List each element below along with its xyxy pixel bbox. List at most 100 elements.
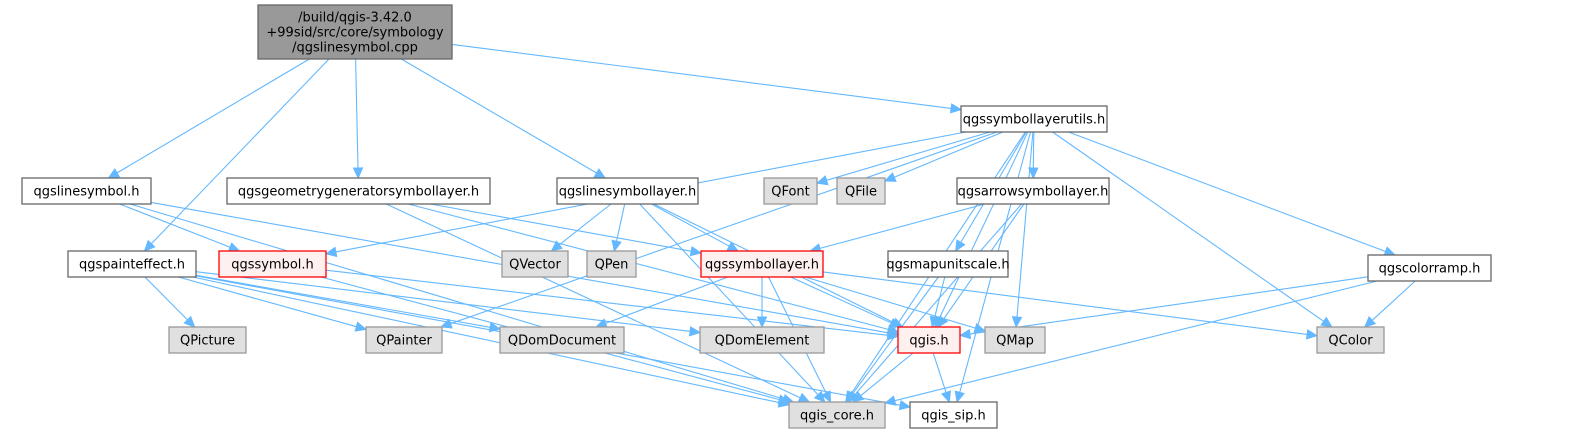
node-qgis-sip-h[interactable]: qgis_sip.h: [909, 401, 998, 429]
edge-qgssymbollayerutils_h-to-QColor: [1052, 131, 1333, 328]
node-root[interactable]: /build/qgis-3.42.0+99sid/src/core/symbol…: [257, 4, 453, 60]
node-box[interactable]: [984, 326, 1046, 354]
node-label[interactable]: QDomElement: [715, 334, 810, 349]
node-label[interactable]: QMap: [996, 334, 1034, 349]
node-qgssymbol-h[interactable]: qgssymbol.h: [218, 250, 327, 278]
node-label[interactable]: qgssymbol.h: [231, 258, 314, 273]
arrowhead-icon: [227, 242, 241, 253]
node-label[interactable]: /qgslinesymbol.cpp: [292, 41, 418, 56]
node-label[interactable]: QDomDocument: [508, 334, 616, 349]
node-qgis-h[interactable]: qgis.h: [897, 326, 961, 354]
node-label[interactable]: qgis.h: [909, 334, 948, 349]
node-QPainter[interactable]: QPainter: [365, 326, 443, 354]
node-label[interactable]: qgsgeometrygeneratorsymbollayer.h: [238, 185, 479, 200]
arrowhead-icon: [107, 168, 121, 179]
node-qgspainteffect-h[interactable]: qgspainteffect.h: [67, 250, 197, 278]
node-label[interactable]: qgslinesymbollayer.h: [559, 185, 696, 200]
node-label[interactable]: qgsarrowsymbollayer.h: [958, 185, 1109, 200]
node-label[interactable]: QPainter: [376, 334, 432, 349]
node-label[interactable]: +99sid/src/core/symbology: [266, 26, 444, 41]
node-label[interactable]: QPen: [595, 258, 629, 273]
node-QFile[interactable]: QFile: [836, 177, 886, 205]
node-QVector[interactable]: QVector: [501, 250, 569, 278]
arrowhead-icon: [851, 391, 865, 403]
edge-qgssymbollayer_h-to-QColor: [822, 271, 1319, 340]
node-box[interactable]: [257, 4, 453, 60]
node-QPicture[interactable]: QPicture: [168, 326, 247, 354]
node-box[interactable]: [501, 250, 569, 278]
node-box[interactable]: [586, 250, 637, 278]
node-box[interactable]: [700, 250, 824, 278]
node-box[interactable]: [699, 326, 825, 354]
node-label[interactable]: qgslinesymbol.h: [33, 185, 139, 200]
node-QDomDocument[interactable]: QDomDocument: [499, 326, 625, 354]
node-label[interactable]: qgscolorramp.h: [1379, 262, 1481, 277]
node-QFont[interactable]: QFont: [763, 177, 818, 205]
node-label[interactable]: /build/qgis-3.42.0: [298, 11, 412, 26]
node-box[interactable]: [1367, 254, 1492, 282]
edge-qgssymbollayer_h-to-QDomDocument: [595, 276, 728, 329]
node-box[interactable]: [556, 177, 699, 205]
node-box[interactable]: [168, 326, 247, 354]
node-box[interactable]: [218, 250, 327, 278]
arrowhead-icon: [354, 321, 368, 332]
node-label[interactable]: qgspainteffect.h: [79, 258, 185, 273]
node-qgslinesymbol-h[interactable]: qgslinesymbol.h: [21, 177, 152, 205]
node-box[interactable]: [21, 177, 152, 205]
edge-root-to-qgsgeometrygeneratorsymbollayer_h: [352, 58, 364, 180]
node-label[interactable]: qgsmapunitscale.h: [886, 258, 1009, 273]
arrowhead-icon: [689, 245, 703, 257]
node-qgsgeometrygeneratorsymbollayer-h[interactable]: qgsgeometrygeneratorsymbollayer.h: [226, 177, 491, 205]
edge-qgssymbollayer_h-to-QMap: [805, 276, 987, 333]
arrowhead-icon: [929, 315, 940, 329]
arrowhead-icon: [611, 239, 622, 253]
node-qgssymbollayerutils-h[interactable]: qgssymbollayerutils.h: [960, 105, 1108, 133]
node-QDomElement[interactable]: QDomElement: [699, 326, 825, 354]
node-box[interactable]: [1316, 326, 1385, 354]
node-box[interactable]: [365, 326, 443, 354]
node-qgscolorramp-h[interactable]: qgscolorramp.h: [1367, 254, 1492, 282]
node-qgis-core-h[interactable]: qgis_core.h: [788, 401, 886, 429]
node-qgsarrowsymbollayer-h[interactable]: qgsarrowsymbollayer.h: [956, 177, 1110, 205]
node-box[interactable]: [226, 177, 491, 205]
node-label[interactable]: qgis_core.h: [800, 409, 874, 424]
arrowhead-icon: [352, 167, 364, 180]
node-label[interactable]: qgis_sip.h: [921, 409, 985, 424]
node-QMap[interactable]: QMap: [984, 326, 1046, 354]
node-qgsmapunitscale-h[interactable]: qgsmapunitscale.h: [886, 250, 1010, 278]
node-label[interactable]: qgssymbollayerutils.h: [963, 113, 1106, 128]
node-QColor[interactable]: QColor: [1316, 326, 1385, 354]
node-label[interactable]: qgssymbollayer.h: [705, 258, 819, 273]
node-label[interactable]: QPicture: [180, 334, 235, 349]
node-qgssymbollayer-h[interactable]: qgssymbollayer.h: [700, 250, 824, 278]
node-box[interactable]: [960, 105, 1108, 133]
arrowhead-icon: [883, 395, 897, 406]
node-box[interactable]: [909, 401, 998, 429]
node-box[interactable]: [763, 177, 818, 205]
node-box[interactable]: [887, 250, 1009, 278]
edge-qgscolorramp_h-to-qgis_core_h: [883, 280, 1378, 406]
node-label[interactable]: QColor: [1328, 334, 1373, 349]
edge-line: [605, 276, 728, 324]
node-box[interactable]: [836, 177, 886, 205]
node-box[interactable]: [956, 177, 1110, 205]
node-box[interactable]: [499, 326, 625, 354]
node-box[interactable]: [788, 401, 886, 429]
edge-line: [969, 276, 1369, 335]
arrowhead-icon: [888, 317, 902, 328]
edge-qgsmapunitscale_h-to-qgis_h: [929, 276, 946, 329]
edge-qgssymbollayer_h-to-qgis_h: [790, 276, 902, 328]
node-box[interactable]: [67, 250, 197, 278]
edge-line: [805, 276, 976, 329]
node-label[interactable]: QFile: [845, 185, 877, 200]
arrowhead-icon: [1363, 315, 1377, 328]
node-box[interactable]: [897, 326, 961, 354]
edge-line: [894, 280, 1378, 402]
arrowhead-icon: [898, 399, 912, 411]
edge-qgssymbollayer_h-to-QDomElement: [756, 277, 768, 329]
edge-line: [401, 58, 597, 174]
node-QPen[interactable]: QPen: [586, 250, 637, 278]
node-label[interactable]: QFont: [771, 185, 810, 200]
node-label[interactable]: QVector: [509, 258, 561, 273]
node-qgslinesymbollayer-h[interactable]: qgslinesymbollayer.h: [556, 177, 699, 205]
